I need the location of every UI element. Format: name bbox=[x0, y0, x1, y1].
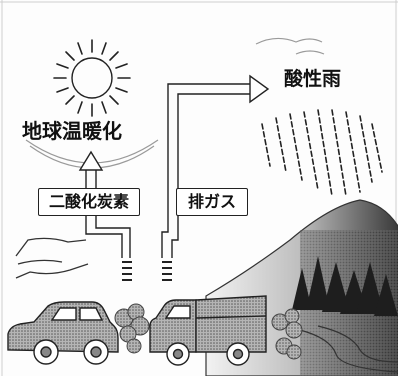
truck-exhaust-marks bbox=[162, 261, 172, 281]
acid-rain-label: 酸性雨 bbox=[284, 68, 342, 90]
cloud-wisps bbox=[255, 37, 325, 55]
car-exhaust-marks bbox=[122, 261, 132, 281]
smoke-puffs bbox=[114, 303, 303, 360]
forest bbox=[292, 256, 398, 316]
car-icon bbox=[7, 301, 119, 365]
river bbox=[299, 325, 398, 373]
exhaust-arrow bbox=[161, 74, 270, 258]
carbon-dioxide-box: 二酸化炭素 bbox=[38, 188, 140, 216]
truck-icon bbox=[149, 295, 267, 366]
acid-rain-streaks bbox=[261, 109, 383, 197]
sun-icon bbox=[53, 39, 131, 117]
global-warming-label: 地球温暖化 bbox=[22, 119, 122, 143]
exhaust-gas-box: 排ガス bbox=[176, 188, 248, 216]
heat-wave-marks bbox=[15, 237, 89, 279]
